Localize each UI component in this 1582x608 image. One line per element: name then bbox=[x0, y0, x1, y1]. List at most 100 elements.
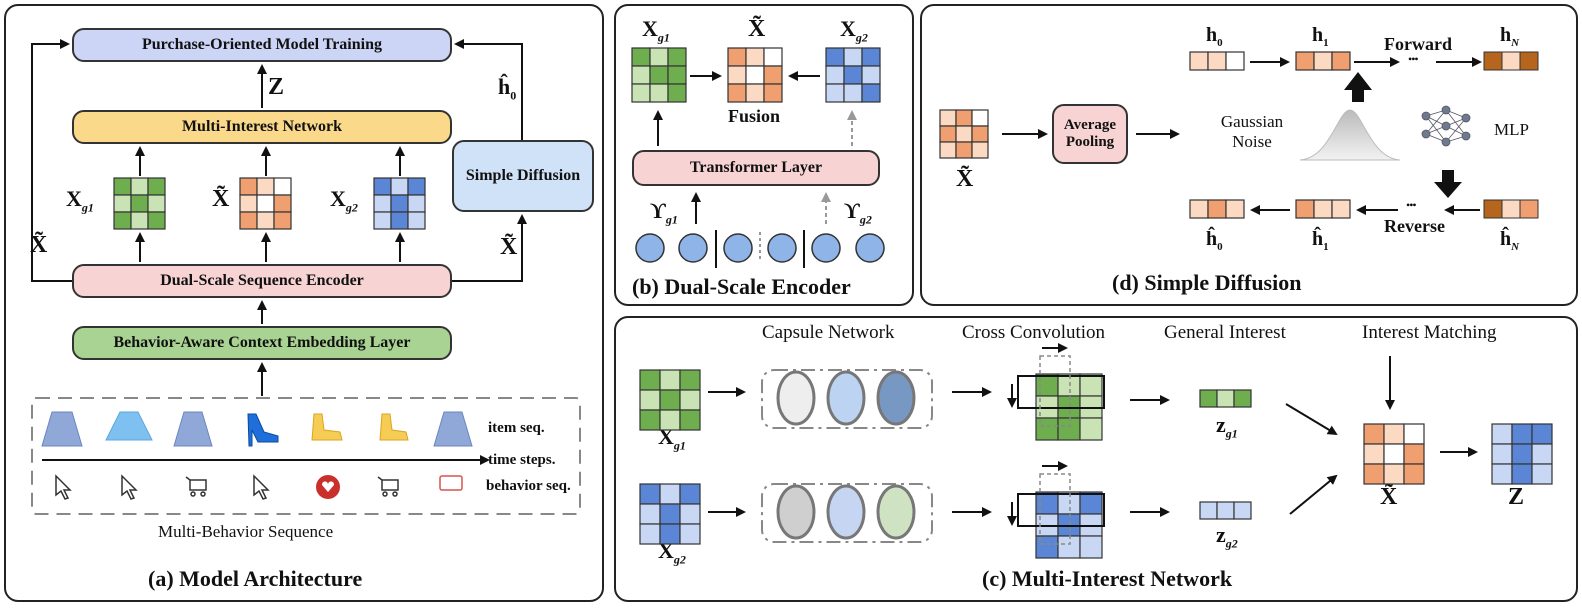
d-xtilde-matrix-cell bbox=[971, 141, 989, 159]
c-xtilde-matrix-cell bbox=[1363, 423, 1385, 445]
d-xtilde-matrix-cell bbox=[955, 141, 973, 159]
hN-top-sub: N bbox=[1511, 37, 1520, 49]
cross-conv-outline-bottom bbox=[1017, 493, 1105, 527]
hat-h1-vector bbox=[1295, 199, 1351, 219]
c-xg2-matrix-cell bbox=[659, 483, 681, 505]
b-xg1-matrix bbox=[631, 47, 687, 103]
b-xtilde-matrix-cell bbox=[763, 47, 783, 67]
hat-h0-label: ĥ0 bbox=[1206, 228, 1223, 253]
up-thick-arrow bbox=[1344, 72, 1372, 102]
hat-h0-vector bbox=[1189, 199, 1245, 219]
xg2-matrix-cell bbox=[390, 211, 409, 230]
h1-vector-cell bbox=[1295, 51, 1315, 71]
c-xg1-matrix-cell bbox=[659, 409, 681, 431]
zg1-sub: g1 bbox=[1225, 426, 1238, 441]
h1-vector-cell bbox=[1313, 51, 1333, 71]
zg2-letter: z bbox=[1216, 522, 1226, 547]
hN-vector-cell bbox=[1483, 51, 1503, 71]
hat-h1-vector-cell bbox=[1295, 199, 1315, 219]
c-xtilde-matrix-cell bbox=[1403, 423, 1425, 445]
c-xg1-matrix-cell bbox=[659, 369, 681, 391]
c-xg2-matrix-cell bbox=[679, 503, 701, 525]
skirt-icon-4 bbox=[433, 411, 473, 447]
conv-blue-matrix bbox=[1035, 491, 1103, 559]
dual-scale-encoder-box: Dual-Scale Sequence Encoder bbox=[72, 264, 452, 298]
h1-vector bbox=[1295, 51, 1351, 71]
xtilde-matrix-cell bbox=[273, 194, 292, 213]
xg1-letter: X bbox=[66, 186, 82, 211]
c-xg2-matrix-cell bbox=[679, 523, 701, 545]
zg2-vector bbox=[1199, 501, 1252, 520]
hat-hN-vector-cell bbox=[1519, 199, 1539, 219]
c-xtilde-matrix-cell bbox=[1403, 443, 1425, 465]
zg1-label: zg1 bbox=[1216, 412, 1238, 441]
capsule-frame-bottom bbox=[761, 483, 933, 543]
xtilde-matrix-cell bbox=[256, 211, 275, 230]
d-xtilde-matrix bbox=[939, 109, 989, 159]
interest-matching-label: Interest Matching bbox=[1362, 322, 1497, 343]
down-thick-arrow bbox=[1434, 170, 1462, 198]
heel-icon bbox=[247, 413, 279, 447]
b-xg1-matrix-cell bbox=[667, 83, 687, 103]
zg2-label: zg2 bbox=[1216, 522, 1238, 551]
hat-h0-vector-cell bbox=[1207, 199, 1227, 219]
skirt-icon-1 bbox=[41, 411, 83, 447]
sequence-caption: Multi-Behavior Sequence bbox=[158, 522, 334, 541]
xtilde-right-label: X̃ bbox=[500, 234, 518, 260]
b-xg2-matrix-cell bbox=[861, 47, 881, 67]
b-xtilde-matrix-cell bbox=[763, 83, 783, 103]
b-xg1-matrix-cell bbox=[667, 47, 687, 67]
c-xg1-sub: g1 bbox=[673, 438, 686, 453]
b-xg1-letter: X bbox=[642, 16, 658, 41]
b-xg1-matrix-cell bbox=[649, 65, 669, 85]
h0-vector-cell bbox=[1189, 51, 1209, 71]
d-xtilde-matrix-cell bbox=[939, 125, 957, 143]
b-xtilde-matrix-cell bbox=[727, 83, 747, 103]
h0-vector-cell bbox=[1225, 51, 1245, 71]
b-xg2-matrix-cell bbox=[861, 83, 881, 103]
h0-top-letter: h bbox=[1206, 24, 1218, 46]
panel-a-caption: (a) Model Architecture bbox=[148, 566, 363, 591]
d-xtilde-label: X̃ bbox=[956, 166, 974, 192]
xg2-matrix-cell bbox=[373, 211, 392, 230]
c-xtilde-matrix bbox=[1363, 423, 1425, 485]
conv-green-matrix-cell bbox=[1079, 417, 1103, 441]
behavior-seq-icons bbox=[55, 474, 399, 500]
xg2-matrix-cell bbox=[373, 194, 392, 213]
item-seq-label: item seq. bbox=[488, 420, 545, 436]
conv-green-matrix-cell bbox=[1057, 417, 1081, 441]
upsilon-g2-letter: ϒ bbox=[844, 198, 860, 223]
skirt-icon-3 bbox=[173, 411, 213, 447]
b-xg2-sub: g2 bbox=[855, 30, 868, 45]
heart-shape bbox=[321, 481, 335, 492]
zg1-vector-cell bbox=[1216, 389, 1235, 408]
d-xtilde-matrix-cell bbox=[939, 109, 957, 127]
xtilde-left-label: X̃ bbox=[30, 232, 48, 258]
skirt-icon-2 bbox=[105, 411, 153, 441]
c-z-matrix-cell bbox=[1491, 423, 1513, 445]
sequence-circles bbox=[635, 233, 885, 263]
xtilde-matrix-cell bbox=[273, 211, 292, 230]
xg1-label: Xg1 bbox=[66, 186, 94, 215]
h1-vector-cell bbox=[1331, 51, 1351, 71]
c-xg1-matrix-cell bbox=[639, 369, 661, 391]
zg1-vector bbox=[1199, 389, 1252, 408]
c-z-matrix-cell bbox=[1531, 463, 1553, 485]
b-xg2-matrix-cell bbox=[825, 47, 845, 67]
hat-hN-vector-cell bbox=[1483, 199, 1503, 219]
panel-c-arrows bbox=[708, 343, 1478, 526]
c-xg1-matrix bbox=[639, 369, 701, 431]
panel-b-caption: (b) Dual-Scale Encoder bbox=[632, 274, 851, 299]
b-xg1-matrix-cell bbox=[649, 83, 669, 103]
h0-vector bbox=[1189, 51, 1245, 71]
cross-conv-dashed-top bbox=[1039, 355, 1071, 427]
xg1-matrix-cell bbox=[113, 194, 132, 213]
hat-h1-label: ĥ1 bbox=[1312, 228, 1329, 253]
xg1-matrix-cell bbox=[130, 211, 149, 230]
c-xg2-sub: g2 bbox=[673, 552, 686, 567]
cross-convolution-label: Cross Convolution bbox=[962, 322, 1106, 343]
zg2-sub: g2 bbox=[1225, 536, 1238, 551]
b-xg1-matrix-cell bbox=[667, 65, 687, 85]
zg2-vector-cell bbox=[1216, 501, 1235, 520]
click-icon-2 bbox=[121, 474, 138, 500]
